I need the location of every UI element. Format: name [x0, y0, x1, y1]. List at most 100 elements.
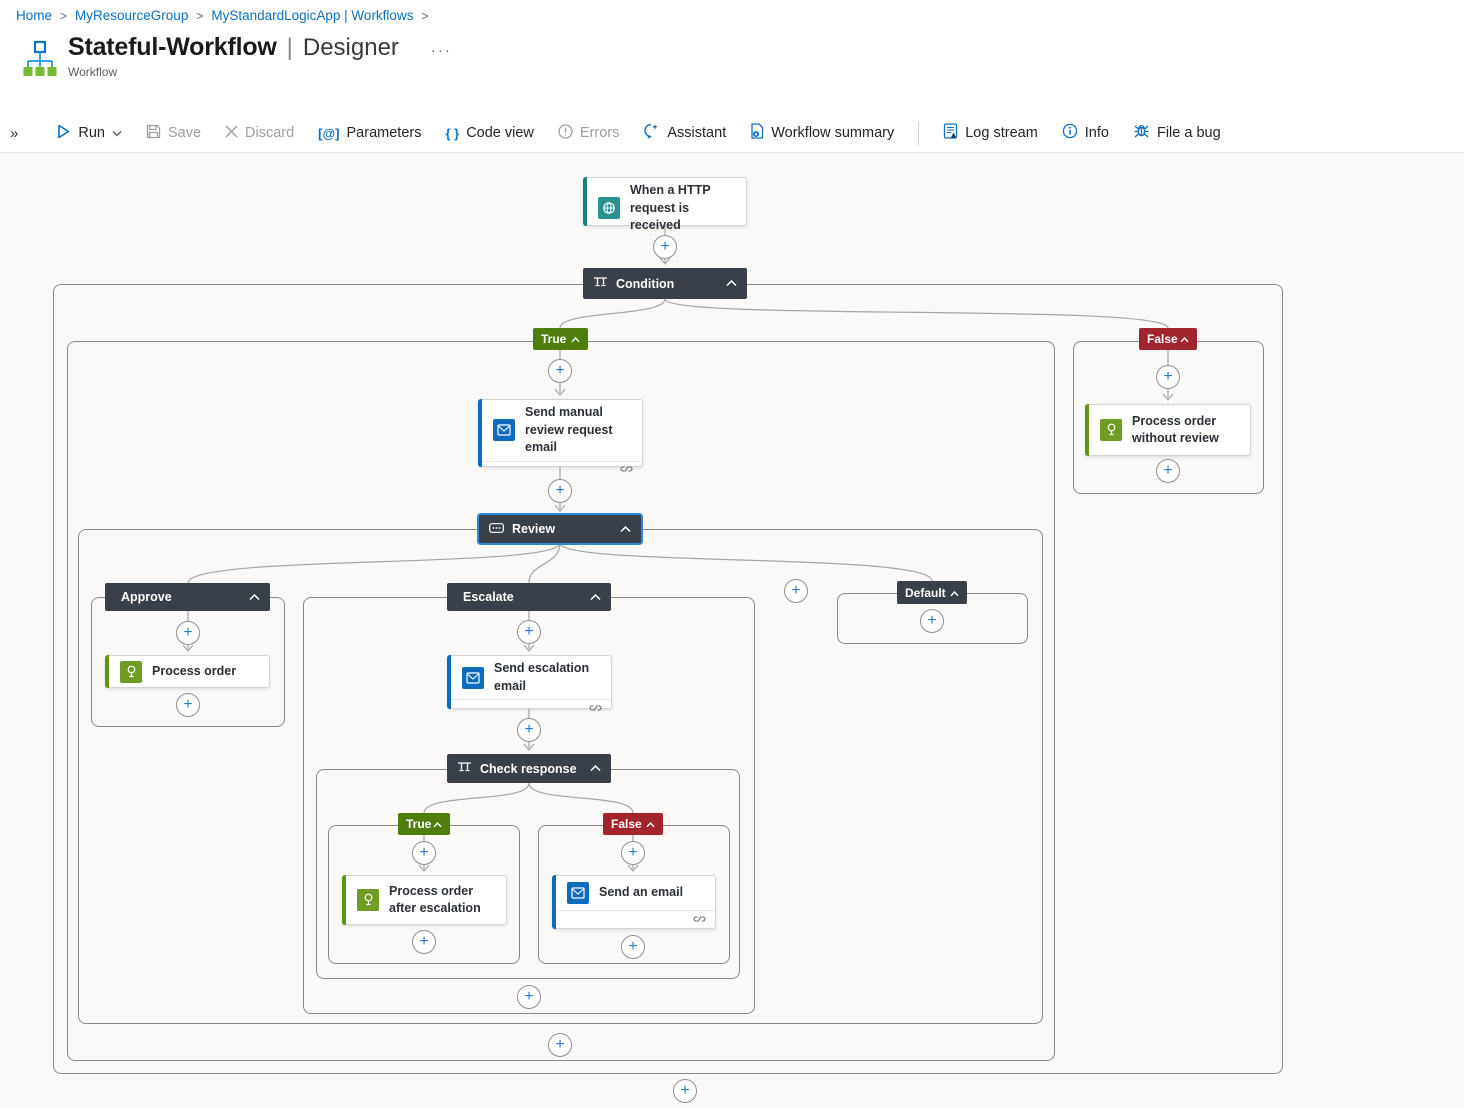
designer-canvas[interactable]: When a HTTP request is received Conditio… [0, 152, 1464, 1108]
code-view-button[interactable]: { } Code view [445, 125, 534, 141]
chevron-up-icon [571, 332, 580, 346]
more-actions-button[interactable]: ··· [430, 42, 452, 59]
action-card-send-escalation-email[interactable]: Send escalation email [447, 655, 612, 711]
trigger-title: When a HTTP request is received [630, 183, 711, 232]
breadcrumb-resource-group[interactable]: MyResourceGroup [75, 8, 189, 23]
workflow-summary-button[interactable]: Workflow summary [750, 123, 894, 143]
add-action-button[interactable]: + [548, 359, 572, 383]
save-button: Save [146, 124, 201, 143]
command-bar: » Run Save Discard [@] Parameters { } Co… [0, 114, 1464, 152]
code-braces-icon: { } [445, 125, 460, 141]
parameters-button[interactable]: [@] Parameters [318, 125, 422, 141]
trigger-card-http-request[interactable]: When a HTTP request is received [583, 177, 747, 232]
workflow-app-icon [22, 39, 58, 84]
chevron-up-icon [726, 280, 737, 287]
add-action-button[interactable]: + [1156, 365, 1180, 389]
add-action-button[interactable]: + [1156, 459, 1180, 483]
errors-button: Errors [558, 123, 619, 143]
breadcrumb-separator: > [196, 8, 204, 23]
bug-icon [1133, 123, 1150, 143]
default-case-badge[interactable]: Default [897, 581, 967, 604]
info-button[interactable]: Info [1062, 123, 1109, 143]
parameters-icon: [@] [318, 125, 340, 141]
run-button[interactable]: Run [56, 124, 122, 143]
connection-icon [693, 911, 706, 929]
connection-icon [589, 700, 602, 718]
chevron-up-icon [950, 586, 959, 600]
chevron-up-icon [620, 525, 631, 533]
log-stream-button[interactable]: Log stream [943, 123, 1038, 143]
document-download-icon [750, 123, 764, 143]
assistant-button[interactable]: Assistant [643, 123, 726, 143]
breadcrumb-home[interactable]: Home [16, 8, 53, 23]
outlook-email-icon [567, 882, 589, 904]
close-icon [225, 125, 238, 142]
add-action-button[interactable]: + [176, 621, 200, 645]
action-card-process-order-without-review[interactable]: Process order without review [1085, 404, 1251, 456]
review-switch-node[interactable]: Review [479, 515, 641, 543]
add-action-button[interactable]: + [517, 620, 541, 644]
error-icon [558, 123, 573, 143]
info-icon [1062, 123, 1078, 143]
compose-operation-icon [1100, 419, 1122, 441]
add-action-button[interactable]: + [548, 1033, 572, 1057]
add-action-button[interactable]: + [517, 985, 541, 1009]
chevron-up-icon [1180, 332, 1189, 346]
outlook-email-icon [462, 666, 484, 689]
toolbar-separator [918, 121, 920, 145]
add-action-button[interactable]: + [621, 841, 645, 865]
add-action-button[interactable]: + [412, 841, 436, 865]
add-action-button[interactable]: + [517, 718, 541, 742]
add-action-button[interactable]: + [920, 609, 944, 633]
add-action-button[interactable]: + [176, 693, 200, 717]
save-icon [146, 124, 161, 143]
title-divider: | [286, 34, 293, 61]
action-card-send-manual-review[interactable]: Send manual review request email [478, 399, 643, 472]
log-document-icon [943, 123, 958, 143]
add-action-button[interactable]: + [621, 935, 645, 959]
chevron-up-icon [433, 817, 442, 831]
check-response-node[interactable]: Check response [447, 754, 611, 783]
add-action-button[interactable]: + [412, 930, 436, 954]
chevron-up-icon [590, 593, 601, 601]
condition-icon [593, 276, 608, 291]
file-a-bug-button[interactable]: File a bug [1133, 123, 1221, 143]
compose-operation-icon [357, 889, 379, 911]
approve-case-header[interactable]: Approve [105, 583, 270, 611]
add-case-button[interactable]: + [784, 579, 808, 603]
connection-icon [620, 461, 633, 479]
check-false-badge[interactable]: False [603, 813, 663, 835]
breadcrumb-separator: > [421, 8, 429, 23]
chevron-up-icon [590, 765, 601, 772]
view-name: Designer [302, 34, 399, 61]
page-title: Stateful-Workflow [68, 33, 277, 61]
action-card-send-an-email[interactable]: Send an email [552, 875, 716, 929]
chevron-down-icon [112, 125, 122, 141]
outlook-email-icon [493, 419, 515, 442]
action-card-process-order[interactable]: Process order [105, 655, 270, 688]
title-bar: Stateful-Workflow | Designer ··· Workflo… [0, 23, 1464, 84]
resource-type-label: Workflow [68, 65, 118, 79]
add-action-button[interactable]: + [548, 479, 572, 503]
escalate-case-header[interactable]: Escalate [447, 583, 611, 611]
collapse-menu-button[interactable]: » [10, 124, 19, 142]
true-branch-badge[interactable]: True [533, 328, 588, 350]
switch-icon [489, 522, 504, 536]
condition-icon [457, 761, 472, 776]
check-true-badge[interactable]: True [398, 813, 450, 835]
compose-operation-icon [120, 660, 142, 683]
false-branch-badge[interactable]: False [1139, 328, 1197, 350]
chevron-up-icon [249, 593, 260, 601]
play-icon [56, 124, 71, 143]
http-request-icon [598, 197, 620, 220]
breadcrumb-separator: > [60, 8, 68, 23]
action-card-process-order-after-escalation[interactable]: Process order after escalation [342, 875, 507, 925]
add-action-button[interactable]: + [673, 1079, 697, 1103]
condition-node[interactable]: Condition [583, 268, 747, 299]
add-action-button[interactable]: + [653, 235, 677, 259]
chevron-up-icon [646, 817, 655, 831]
breadcrumb-logic-app[interactable]: MyStandardLogicApp | Workflows [211, 8, 414, 23]
discard-button: Discard [225, 125, 294, 142]
assistant-sparkle-icon [643, 123, 660, 143]
